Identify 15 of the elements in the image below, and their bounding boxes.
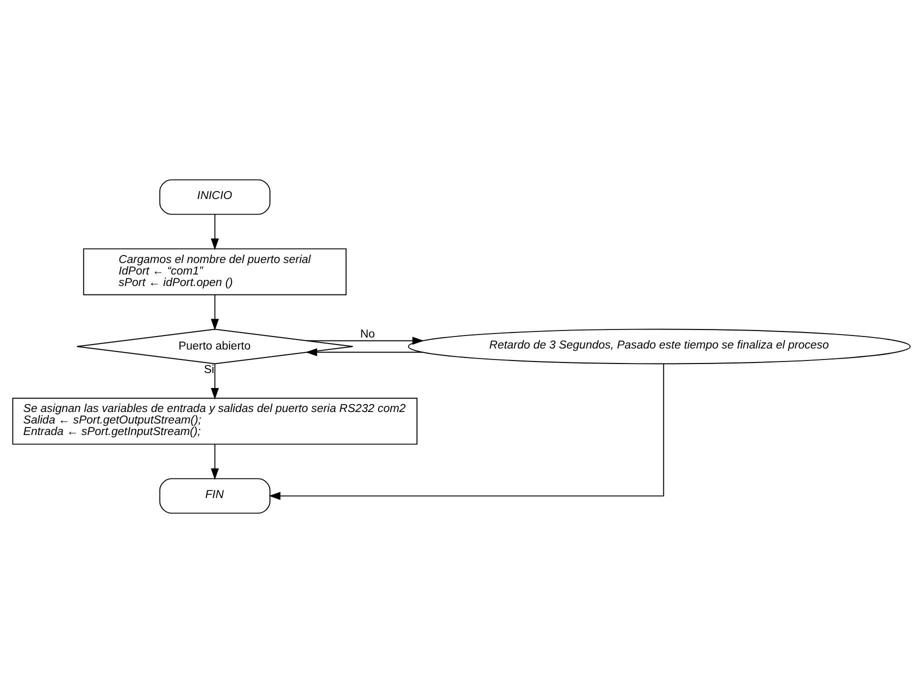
arrow: [306, 336, 424, 345]
node-box: FIN: [159, 478, 270, 514]
arrow: [268, 363, 664, 500]
node-box: Cargamos el nombre del puerto serial IdPort ← “com1” sPort ← idPort.open (): [83, 248, 347, 296]
edge-label: Si: [204, 364, 214, 376]
node-diamond: Puerto abierto: [76, 328, 354, 364]
edge-label: No: [360, 328, 375, 340]
arrow: [210, 214, 219, 250]
arrow: [210, 294, 219, 330]
arrow: [210, 363, 219, 400]
arrow: [306, 348, 423, 356]
arrow: [210, 444, 219, 480]
node-box: INICIO: [159, 179, 270, 215]
node-box: Se asignan las variables de entrada y salidas del puerto seria RS232 com2 Salida ← sPort.getOutputStream(); Entrada ← sPort.getInputStream();: [12, 398, 418, 445]
node-ellipse: Retardo de 3 Segundos, Pasado este tiempo se finaliza el proceso: [408, 328, 911, 364]
